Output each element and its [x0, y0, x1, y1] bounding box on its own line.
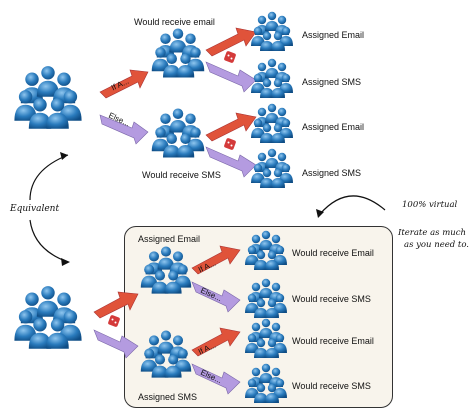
equivalent-arrow-down [29, 219, 69, 263]
note-arrow [319, 195, 386, 215]
group-would-sms [152, 109, 205, 158]
label-assigned-sms-2: Assigned SMS [302, 168, 362, 178]
arrow-bottom-3 [191, 327, 241, 357]
if-arrow-top [99, 69, 149, 99]
arrow-bottom-1 [191, 245, 241, 275]
dice-icon [223, 137, 237, 151]
group-would-sms-b1 [245, 279, 287, 318]
group-assigned-email-1 [251, 12, 293, 51]
label-assigned-email-1: Assigned Email [302, 30, 365, 40]
arrow-sms-to-assigned-email [205, 112, 257, 142]
label-assigned-sms-bottom: Assigned SMS [138, 392, 198, 402]
label-iterate-1: Iterate as much [398, 228, 466, 238]
equivalent-arrow-up [29, 154, 69, 201]
dice-icon [223, 50, 237, 64]
arrow-email-to-assigned-email [205, 27, 257, 57]
group-would-email [152, 29, 205, 78]
label-would-email-b2: Would receive Email [292, 336, 374, 346]
label-would-sms-b2: Would receive SMS [292, 381, 371, 391]
label-iterate-2: as you need to. [404, 240, 469, 250]
label-would-email-b1: Would receive Email [292, 248, 374, 258]
label-virtual: 100% virtual [402, 200, 458, 210]
group-assigned-email-2 [251, 104, 293, 143]
group-assigned-sms-bottom [141, 331, 191, 378]
else-arrow-bottom [93, 329, 139, 359]
arrow-bottom-4 [191, 363, 241, 395]
label-would-sms-b1: Would receive SMS [292, 294, 371, 304]
label-would-receive-sms: Would receive SMS [142, 170, 221, 180]
group-would-email-b1 [245, 231, 287, 270]
if-arrow-bottom [93, 291, 139, 319]
label-assigned-email-2: Assigned Email [302, 122, 365, 132]
label-would-receive-email: Would receive email [134, 17, 215, 27]
group-assigned-email-bottom [141, 247, 191, 294]
group-assigned-sms-1 [251, 59, 293, 98]
dice-icon [107, 314, 121, 328]
label-assigned-email-bottom: Assigned Email [138, 234, 201, 244]
else-arrow-top [99, 114, 149, 145]
source-group-bottom [14, 286, 81, 349]
group-would-sms-b2 [245, 364, 287, 403]
arrow-sms-to-assigned-sms [205, 146, 257, 178]
source-group-top [14, 66, 81, 129]
group-assigned-sms-2 [251, 149, 293, 188]
arrow-email-to-assigned-sms [205, 61, 257, 93]
group-would-email-b2 [245, 319, 287, 358]
arrow-bottom-2 [191, 281, 241, 313]
label-equivalent: Equivalent [10, 204, 60, 214]
label-assigned-sms-1: Assigned SMS [302, 77, 362, 87]
